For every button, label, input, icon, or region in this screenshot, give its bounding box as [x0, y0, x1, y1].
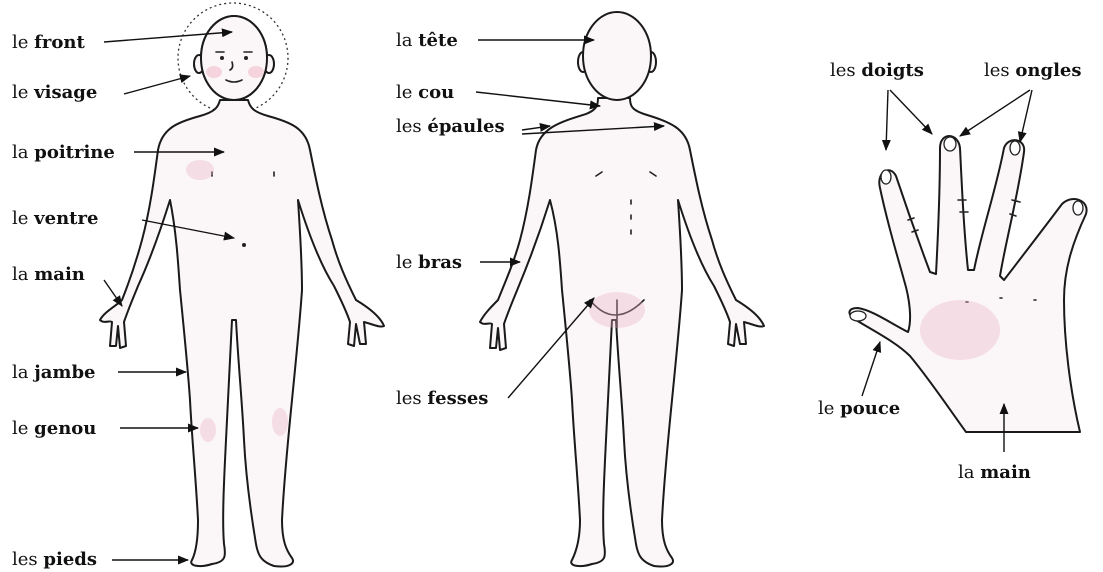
label-epaules: les épaules: [396, 118, 505, 136]
pointer-doigts-index: [886, 90, 888, 150]
label-main-hand: la main: [958, 464, 1031, 482]
label-pieds: les pieds: [12, 551, 97, 569]
pointer-ongles-ring: [1020, 90, 1032, 142]
back-body-outline: [480, 98, 764, 567]
buttocks-shade: [589, 292, 645, 328]
front-body-outline: [100, 100, 384, 567]
nail-thumb: [850, 311, 866, 321]
label-pouce: le pouce: [818, 400, 900, 418]
palm-shade: [920, 300, 1000, 360]
pointer-pouce: [862, 342, 880, 396]
eye-right: [244, 56, 248, 60]
label-doigts: les doigts: [830, 62, 924, 80]
knee-shade-right: [272, 408, 288, 436]
label-visage: le visage: [12, 84, 97, 102]
label-ventre: le ventre: [12, 210, 98, 228]
eye-left: [220, 56, 224, 60]
pointer-doigts-middle: [890, 90, 932, 134]
label-tete: la tête: [396, 32, 458, 50]
pointer-main-front: [104, 280, 122, 306]
label-fesses: les fesses: [396, 390, 488, 408]
nail-index: [881, 170, 891, 184]
nail-middle: [944, 137, 956, 151]
chest-shade: [186, 160, 214, 180]
front-figure: [100, 3, 384, 567]
navel: [242, 243, 246, 247]
pointer-epaules-left: [522, 126, 550, 130]
pointer-cou: [476, 92, 600, 106]
label-front: le front: [12, 34, 85, 52]
label-ongles: les ongles: [984, 62, 1082, 80]
hand-figure: [849, 136, 1086, 432]
knee-shade-left: [200, 418, 216, 442]
nail-pinky: [1073, 201, 1083, 215]
label-cou: le cou: [396, 84, 454, 102]
label-jambe: la jambe: [12, 364, 96, 382]
label-main-front: la main: [12, 266, 85, 284]
back-figure: [480, 12, 764, 567]
cheek-left: [206, 66, 222, 78]
pointer-ongles-middle: [960, 90, 1030, 136]
label-poitrine: la poitrine: [12, 144, 115, 162]
cheek-right: [248, 66, 264, 78]
label-bras: le bras: [396, 254, 462, 272]
back-head: [583, 12, 651, 100]
label-genou: le genou: [12, 420, 96, 438]
pointer-visage: [124, 76, 190, 94]
nail-ring: [1010, 141, 1020, 155]
